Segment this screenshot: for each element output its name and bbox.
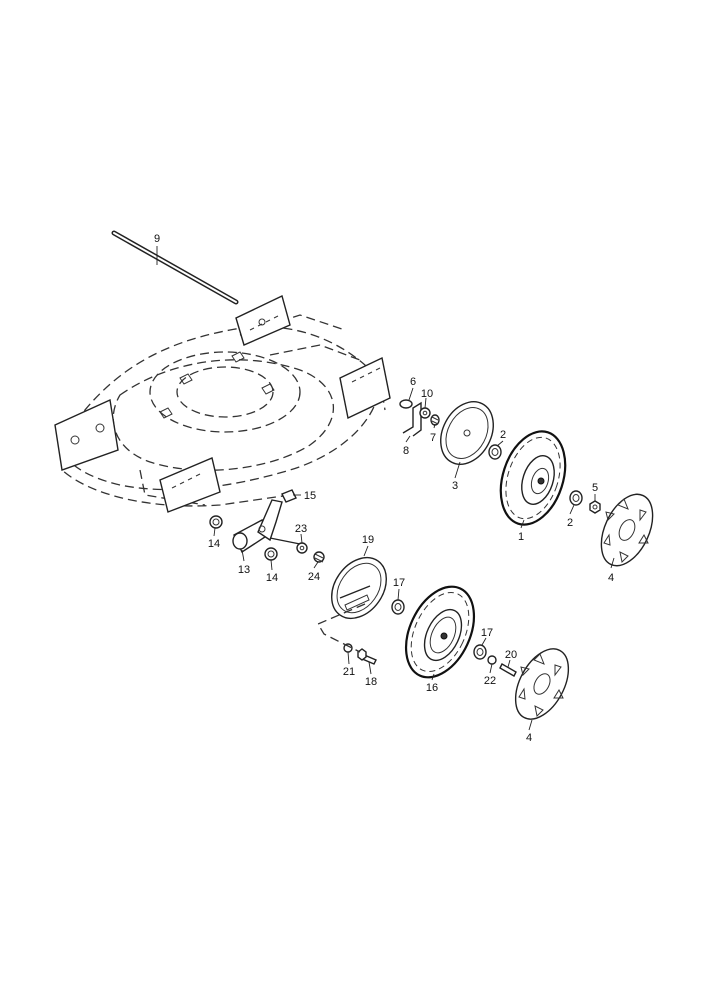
spring-7 bbox=[430, 414, 440, 426]
height-adjuster-13 bbox=[232, 499, 301, 554]
front-wheel bbox=[404, 585, 476, 679]
wheel-plate-rear bbox=[440, 401, 494, 465]
axle-rod bbox=[111, 230, 239, 305]
mower-deck bbox=[54, 295, 391, 513]
callout-8: 8 bbox=[403, 445, 409, 457]
callout-1: 1 bbox=[518, 531, 524, 543]
bearing-rear-outer bbox=[569, 490, 583, 506]
callout-20: 20 bbox=[505, 649, 517, 661]
bushing-14-right bbox=[264, 547, 278, 561]
callout-17-left: 17 bbox=[393, 577, 405, 589]
bearing-front-inner bbox=[391, 599, 405, 615]
leader-lines bbox=[156, 246, 615, 731]
callout-16: 16 bbox=[426, 682, 438, 694]
callout-23: 23 bbox=[295, 523, 307, 535]
callout-6: 6 bbox=[410, 376, 416, 388]
lever-knob-15 bbox=[281, 489, 297, 503]
assembly-path bbox=[317, 603, 366, 653]
callout-4-front: 4 bbox=[526, 732, 532, 744]
spring-24 bbox=[313, 551, 325, 563]
washer-23 bbox=[296, 542, 308, 554]
screw-20 bbox=[499, 663, 517, 677]
bearing-front-outer bbox=[473, 644, 487, 660]
nut-5 bbox=[589, 500, 601, 514]
callout-13: 13 bbox=[238, 564, 250, 576]
callout-21: 21 bbox=[343, 666, 355, 678]
callout-9: 9 bbox=[154, 233, 160, 245]
callout-24: 24 bbox=[308, 571, 320, 583]
rear-wheel bbox=[499, 430, 567, 526]
callout-14-left: 14 bbox=[208, 538, 220, 550]
callout-2-upper: 2 bbox=[500, 429, 506, 441]
washer-22 bbox=[487, 655, 497, 665]
callout-14-right: 14 bbox=[266, 572, 278, 584]
callout-18: 18 bbox=[365, 676, 377, 688]
callout-10: 10 bbox=[421, 388, 433, 400]
callout-4-rear: 4 bbox=[608, 572, 614, 584]
callout-19: 19 bbox=[362, 534, 374, 546]
bearing-rear-inner bbox=[488, 444, 502, 460]
bushing-14-left bbox=[209, 515, 223, 529]
callout-3: 3 bbox=[452, 480, 458, 492]
wheel-plate-front bbox=[331, 556, 387, 620]
bolt-18 bbox=[357, 648, 377, 665]
callouts: 9 6 10 7 8 2 3 1 2 5 4 15 14 13 14 23 24… bbox=[154, 233, 614, 744]
hubcap-rear bbox=[600, 493, 654, 567]
callout-15: 15 bbox=[304, 490, 316, 502]
callout-17-right: 17 bbox=[481, 627, 493, 639]
callout-7: 7 bbox=[430, 432, 436, 444]
callout-5: 5 bbox=[592, 482, 598, 494]
adjuster-rail bbox=[402, 401, 422, 437]
callout-22: 22 bbox=[484, 675, 496, 687]
hubcap-front bbox=[514, 648, 570, 720]
callout-2-lower: 2 bbox=[567, 517, 573, 529]
spacer-washer-6 bbox=[399, 399, 413, 409]
washer-10 bbox=[419, 407, 431, 419]
